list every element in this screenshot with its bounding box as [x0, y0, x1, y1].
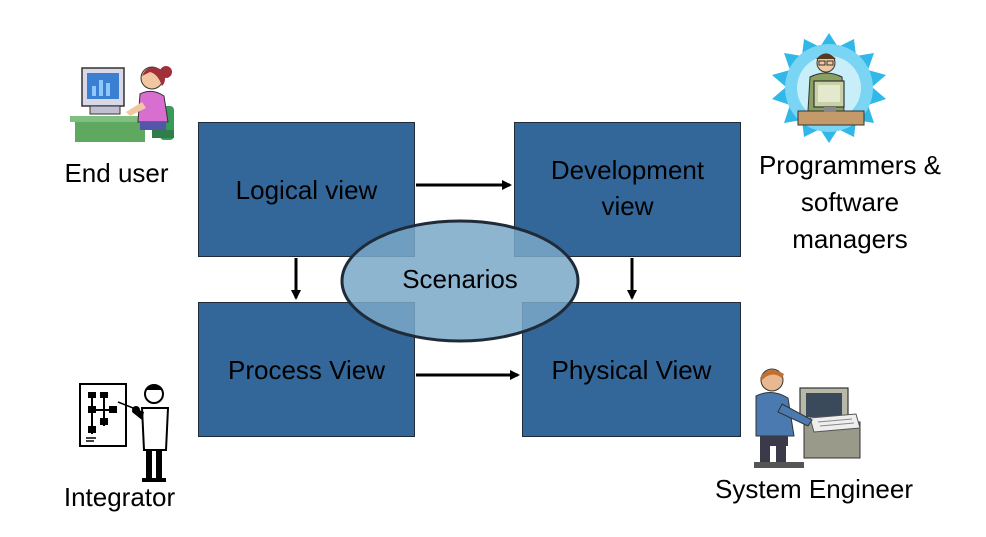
end-user-label: End user: [64, 158, 169, 188]
integrator-label: Integrator: [63, 482, 176, 512]
process-view-box: Process View: [198, 302, 415, 437]
development-view-box: Development view: [514, 122, 741, 257]
logical-view-label: Logical view: [235, 174, 378, 205]
programmer-at-desk-icon: [772, 33, 886, 143]
logical-view-box: Logical view: [198, 122, 415, 257]
system-engineer-label: System Engineer: [715, 474, 913, 504]
physical-view-box: Physical View: [522, 302, 741, 437]
process-view-label: Process View: [227, 354, 386, 385]
engineer-at-workstation-icon: [754, 368, 861, 468]
development-view-label: Development view: [550, 154, 705, 221]
woman-at-computer-icon: [70, 66, 174, 142]
programmers-label: Programmers & software managers: [758, 150, 942, 254]
physical-view-label: Physical View: [551, 354, 712, 385]
scenarios-label: Scenarios: [402, 264, 518, 294]
presenter-with-flowchart-icon: [79, 383, 170, 482]
